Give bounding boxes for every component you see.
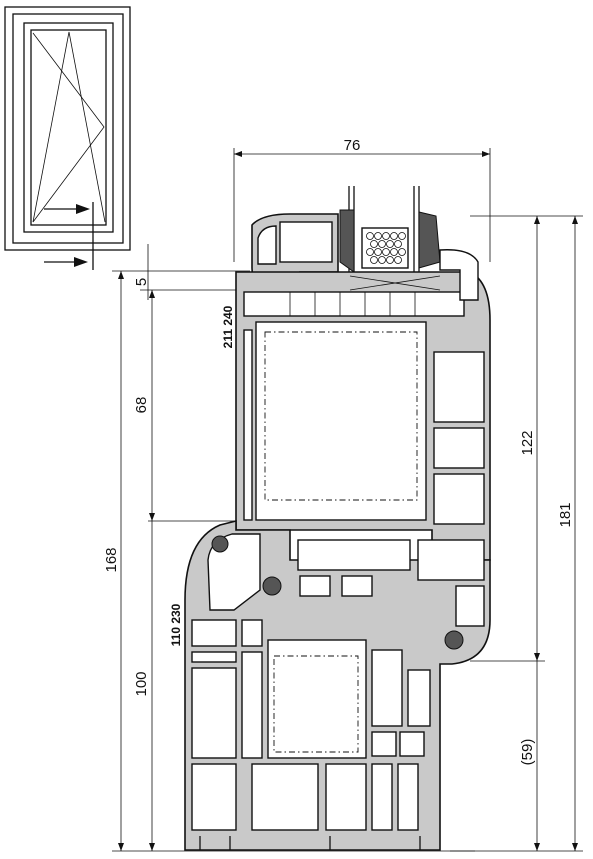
dim-total-height-right: 181 (557, 502, 574, 527)
dim-sash-height-right: 122 (519, 430, 536, 455)
sash-profile-code: 211 240 (221, 305, 235, 348)
sash-profile (235, 213, 491, 561)
dim-overall-depth: 76 (344, 137, 361, 154)
arrow-right-icon (44, 257, 88, 267)
tilt-turn-window-icon (4, 6, 131, 270)
dim-sash-height: 68 (133, 397, 150, 414)
frame-profile-code: 110 230 (169, 603, 183, 646)
dim-total-height-left: 168 (103, 547, 120, 572)
dim-frame-height-right: (59) (519, 739, 536, 766)
dim-frame-height: 100 (133, 671, 150, 696)
glazing-unit (339, 186, 441, 273)
frame-profile (184, 519, 491, 851)
dim-rebate-gap: 5 (133, 278, 150, 286)
